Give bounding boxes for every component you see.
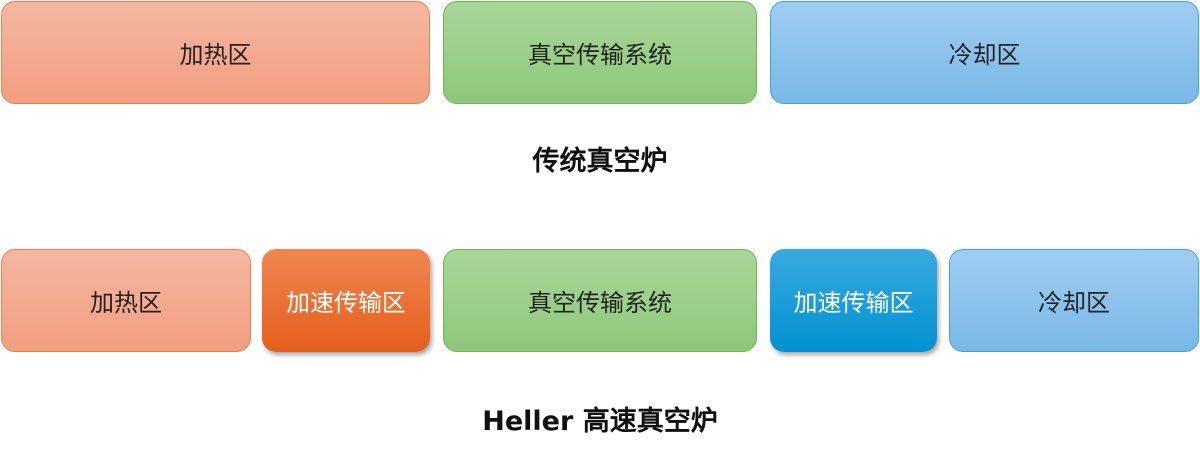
cooling-zone: 冷却区 — [949, 249, 1199, 352]
vacuum-transfer-system: 真空传输系统 — [443, 1, 757, 104]
traditional-furnace-title: 传统真空炉 — [532, 146, 668, 177]
accelerated-transfer-zone-blue: 加速传输区 — [770, 249, 937, 352]
cooling-zone: 冷却区 — [770, 1, 1199, 104]
accelerated-transfer-zone-orange: 加速传输区 — [262, 249, 430, 352]
heating-zone: 加热区 — [1, 249, 251, 352]
heating-zone: 加热区 — [1, 1, 430, 104]
heller-furnace-title: Heller 高速真空炉 — [482, 406, 718, 437]
vacuum-transfer-system: 真空传输系统 — [443, 249, 757, 352]
